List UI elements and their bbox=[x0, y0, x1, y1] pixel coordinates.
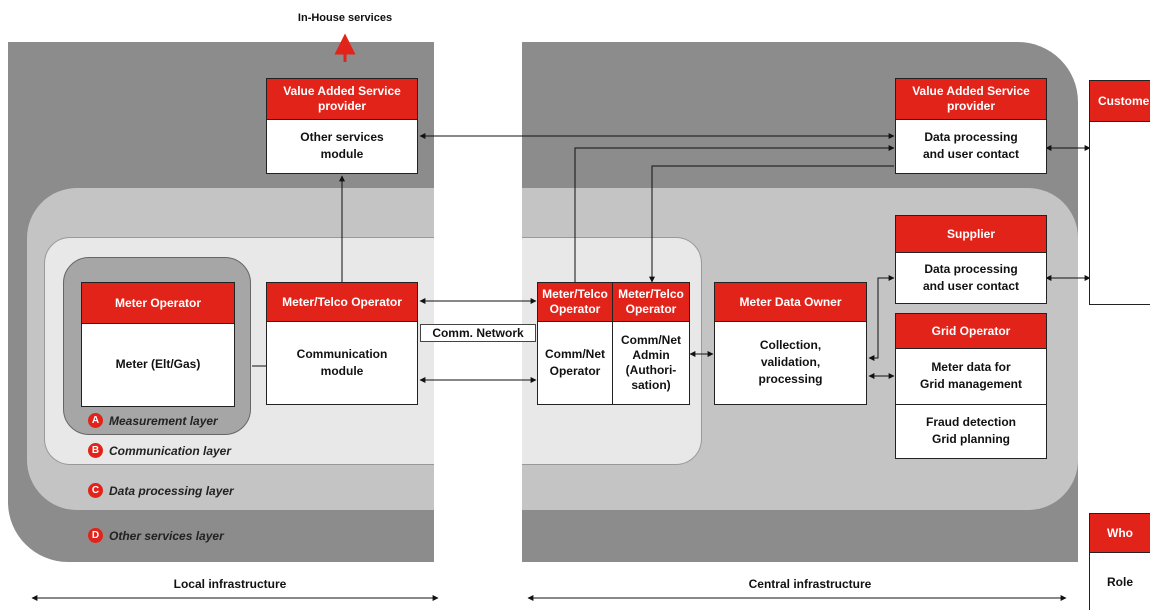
meter-data-owner-box: Meter Data Owner Collection, validation,… bbox=[714, 282, 867, 405]
local-vas-provider-header: Value Added Service provider bbox=[267, 79, 417, 120]
layer-c-badge: C bbox=[88, 483, 103, 498]
layer-b-text: Communication layer bbox=[109, 443, 232, 458]
legend-box: Who Role bbox=[1089, 513, 1150, 610]
local-meter-telco-operator-box: Meter/Telco Operator Communication modul… bbox=[266, 282, 418, 405]
layer-b-badge: B bbox=[88, 443, 103, 458]
grid-operator-body-1: Meter data for Grid management bbox=[896, 348, 1046, 405]
telco-operator-left-body: Comm/Net Operator bbox=[544, 346, 605, 378]
layer-a-label: A Measurement layer bbox=[88, 413, 218, 428]
customer-header: Custome bbox=[1090, 81, 1150, 122]
central-vas-provider-box: Value Added Service provider Data proces… bbox=[895, 78, 1047, 174]
meter-operator-box: Meter Operator Meter (Elt/Gas) bbox=[81, 282, 235, 407]
local-meter-telco-operator-body: Communication module bbox=[296, 346, 388, 378]
customer-box: Custome bbox=[1089, 80, 1150, 305]
telco-operator-right-body: Comm/Net Admin (Authori- sation) bbox=[620, 332, 681, 392]
supplier-body: Data processing and user contact bbox=[922, 261, 1020, 293]
telco-operator-right-header: Meter/Telco Operator bbox=[613, 283, 689, 322]
layer-b-label: B Communication layer bbox=[88, 443, 231, 458]
layer-d-badge: D bbox=[88, 528, 103, 543]
layer-a-badge: A bbox=[88, 413, 103, 428]
local-infrastructure-label: Local infrastructure bbox=[173, 577, 287, 591]
legend-who: Who bbox=[1090, 514, 1150, 553]
layer-a-text: Measurement layer bbox=[109, 413, 218, 428]
meter-operator-header: Meter Operator bbox=[82, 283, 234, 324]
supplier-header: Supplier bbox=[896, 216, 1046, 253]
meter-data-owner-body: Collection, validation, processing bbox=[758, 338, 823, 386]
central-vas-provider-body: Data processing and user contact bbox=[922, 130, 1020, 161]
grid-operator-body-2: Fraud detection Grid planning bbox=[925, 415, 1016, 446]
grid-operator-header: Grid Operator bbox=[896, 314, 1046, 349]
central-infrastructure-label: Central infrastructure bbox=[748, 577, 872, 591]
central-vas-provider-header: Value Added Service provider bbox=[896, 79, 1046, 120]
layer-d-label: D Other services layer bbox=[88, 528, 224, 543]
layer-c-label: C Data processing layer bbox=[88, 483, 234, 498]
layer-d-text: Other services layer bbox=[109, 528, 224, 543]
supplier-box: Supplier Data processing and user contac… bbox=[895, 215, 1047, 304]
meter-operator-body: Meter (Elt/Gas) bbox=[115, 357, 201, 371]
local-vas-provider-box: Value Added Service provider Other servi… bbox=[266, 78, 418, 174]
layer-c-text: Data processing layer bbox=[109, 483, 234, 498]
telco-operator-left-box: Meter/Telco Operator Comm/Net Operator bbox=[537, 282, 613, 405]
local-meter-telco-operator-header: Meter/Telco Operator bbox=[267, 283, 417, 322]
legend-role: Role bbox=[1106, 574, 1133, 589]
local-vas-provider-body: Other services module bbox=[300, 130, 384, 161]
telco-operator-left-header: Meter/Telco Operator bbox=[538, 283, 612, 322]
grid-operator-box: Grid Operator Meter data for Grid manage… bbox=[895, 313, 1047, 459]
comm-network-label: Comm. Network bbox=[420, 324, 536, 342]
telco-operator-right-box: Meter/Telco Operator Comm/Net Admin (Aut… bbox=[612, 282, 690, 405]
meter-data-owner-header: Meter Data Owner bbox=[715, 283, 866, 322]
in-house-services-label: In-House services bbox=[297, 12, 393, 24]
